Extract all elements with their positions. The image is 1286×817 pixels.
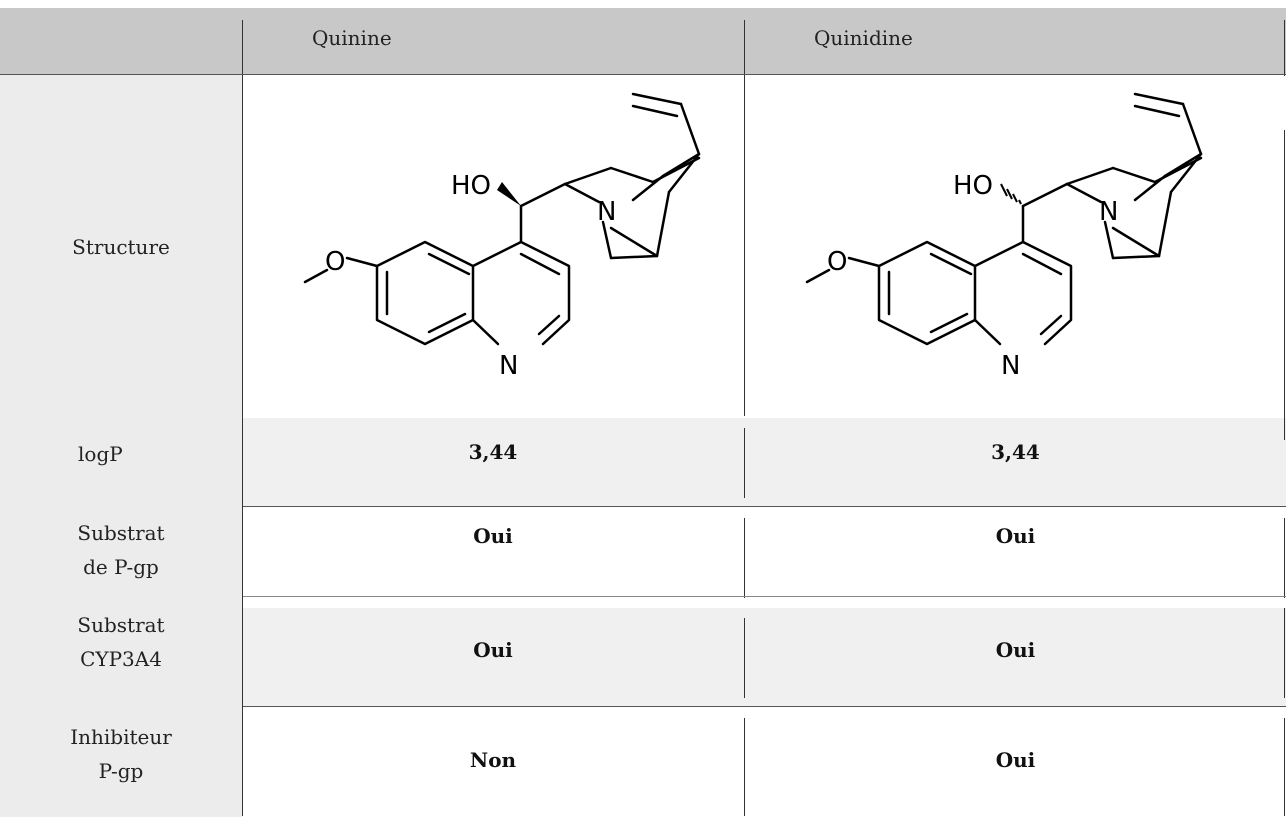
row-divider <box>243 506 1286 507</box>
cell-quinidine-cyp3a4-substrate: Oui <box>995 638 1036 662</box>
right-border <box>1284 518 1285 598</box>
cell-quinine-cyp3a4-substrate: Oui <box>473 638 513 662</box>
row-logp-shading <box>243 418 1286 506</box>
right-border <box>1284 20 1285 76</box>
cell-quinidine-logp: 3,44 <box>991 440 1040 464</box>
right-border <box>1284 718 1285 816</box>
quinidine-ring-nitrogen-label: N <box>1001 351 1020 381</box>
quinine-hydroxyl-label: HO <box>451 171 491 201</box>
cell-quinine-pgp-substrate: Oui <box>473 524 513 548</box>
right-border <box>1284 130 1285 440</box>
row-cyp3a4-shading <box>243 608 1286 706</box>
column-header-quinine: Quinine <box>312 26 392 50</box>
column-divider-1 <box>242 20 243 816</box>
quinidine-structure-image: HO O N N <box>805 92 1203 381</box>
cell-quinine-pgp-inhibitor: Non <box>469 748 517 772</box>
quinidine-methoxy-oxygen-label: O <box>827 247 847 277</box>
cell-quinidine-pgp-substrate: Oui <box>995 524 1036 548</box>
column-divider-2 <box>744 518 745 598</box>
row-label-structure: Structure <box>72 235 170 259</box>
quinidine-bridge-nitrogen-label: N <box>1099 197 1118 227</box>
quinine-ring-nitrogen-label: N <box>499 351 518 381</box>
column-divider-2 <box>744 718 745 816</box>
table-header-row <box>0 8 1286 74</box>
row-label-column <box>0 74 242 817</box>
column-divider-2 <box>744 20 745 416</box>
column-divider-2 <box>744 428 745 498</box>
quinine-structure-image: HO O N N <box>303 92 701 381</box>
quinine-methoxy-oxygen-label: O <box>325 247 345 277</box>
row-divider <box>243 706 1286 707</box>
quinidine-hydroxyl-label: HO <box>953 171 993 201</box>
cell-quinidine-pgp-inhibitor: Oui <box>995 748 1036 772</box>
row-label-pgp-substrate: Substrat de P-gp <box>77 521 165 579</box>
row-divider <box>0 74 1286 75</box>
row-label-pgp-inhibitor: Inhibiteur P-gp <box>70 725 172 783</box>
column-header-quinidine: Quinidine <box>814 26 913 50</box>
row-label-cyp3a4-substrate: Substrat CYP3A4 <box>77 613 165 671</box>
right-border <box>1284 608 1285 698</box>
row-label-logp: logP <box>78 442 123 466</box>
cell-quinine-logp: 3,44 <box>468 440 518 464</box>
row-divider <box>243 596 1286 597</box>
quinine-bridge-nitrogen-label: N <box>597 197 616 227</box>
column-divider-2 <box>744 618 745 698</box>
